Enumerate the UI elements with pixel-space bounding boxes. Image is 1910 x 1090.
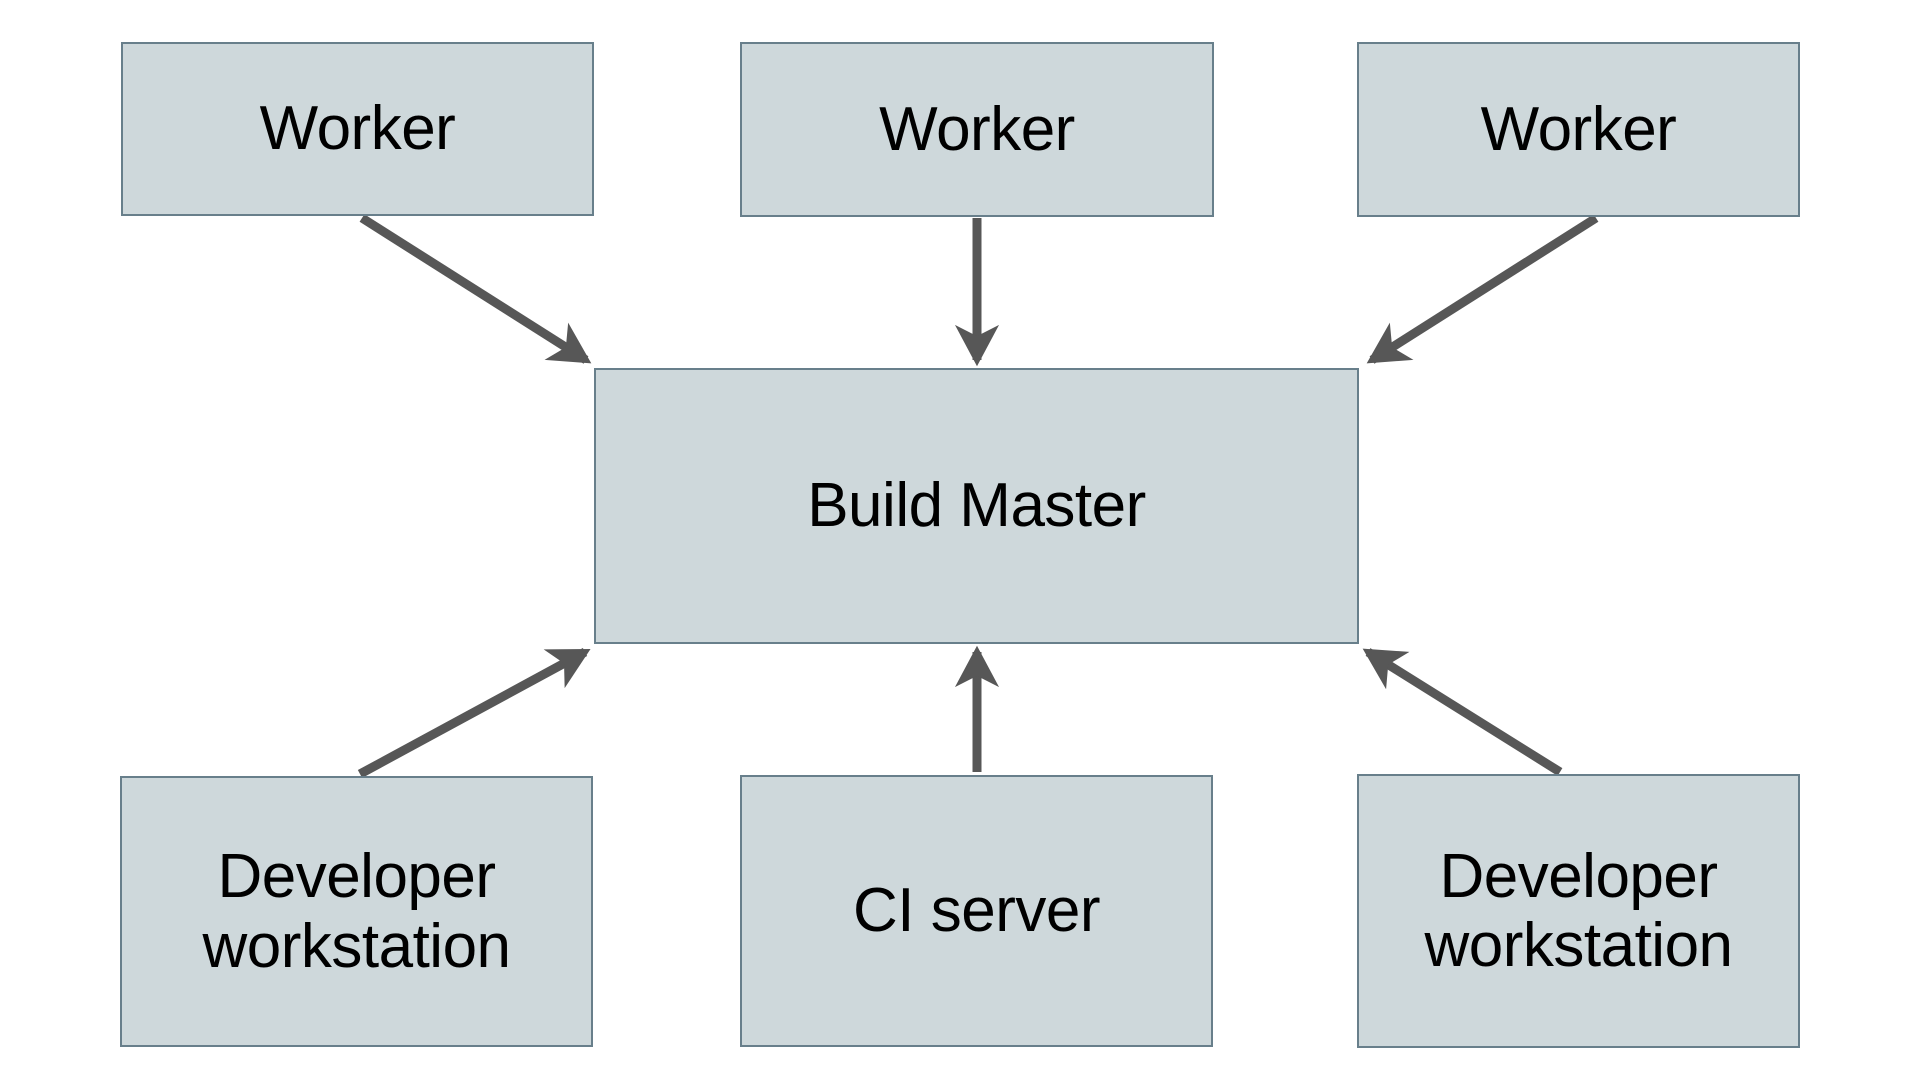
node-build-master-label: Build Master: [807, 471, 1146, 541]
node-worker-3[interactable]: Worker: [1357, 42, 1800, 217]
node-worker-2-label: Worker: [879, 94, 1075, 164]
node-build-master[interactable]: Build Master: [594, 368, 1359, 644]
edge-worker-3-to-build-master: [1366, 214, 1599, 364]
node-worker-3-label: Worker: [1480, 94, 1677, 164]
edge-dev-right-to-build-master: [1362, 648, 1563, 776]
edge-worker-1-to-build-master: [359, 214, 592, 364]
node-developer-workstation-right-label: Developer workstation: [1424, 841, 1733, 980]
node-worker-1-label: Worker: [259, 94, 456, 164]
edge-dev-left-to-build-master: [357, 648, 591, 778]
node-ci-server[interactable]: CI server: [740, 775, 1213, 1047]
node-worker-2[interactable]: Worker: [740, 42, 1214, 217]
node-worker-1[interactable]: Worker: [121, 42, 594, 216]
node-developer-workstation-left-label: Developer workstation: [202, 842, 511, 981]
node-developer-workstation-right[interactable]: Developer workstation: [1357, 774, 1800, 1048]
node-developer-workstation-left[interactable]: Developer workstation: [120, 776, 593, 1047]
node-ci-server-label: CI server: [853, 876, 1100, 946]
